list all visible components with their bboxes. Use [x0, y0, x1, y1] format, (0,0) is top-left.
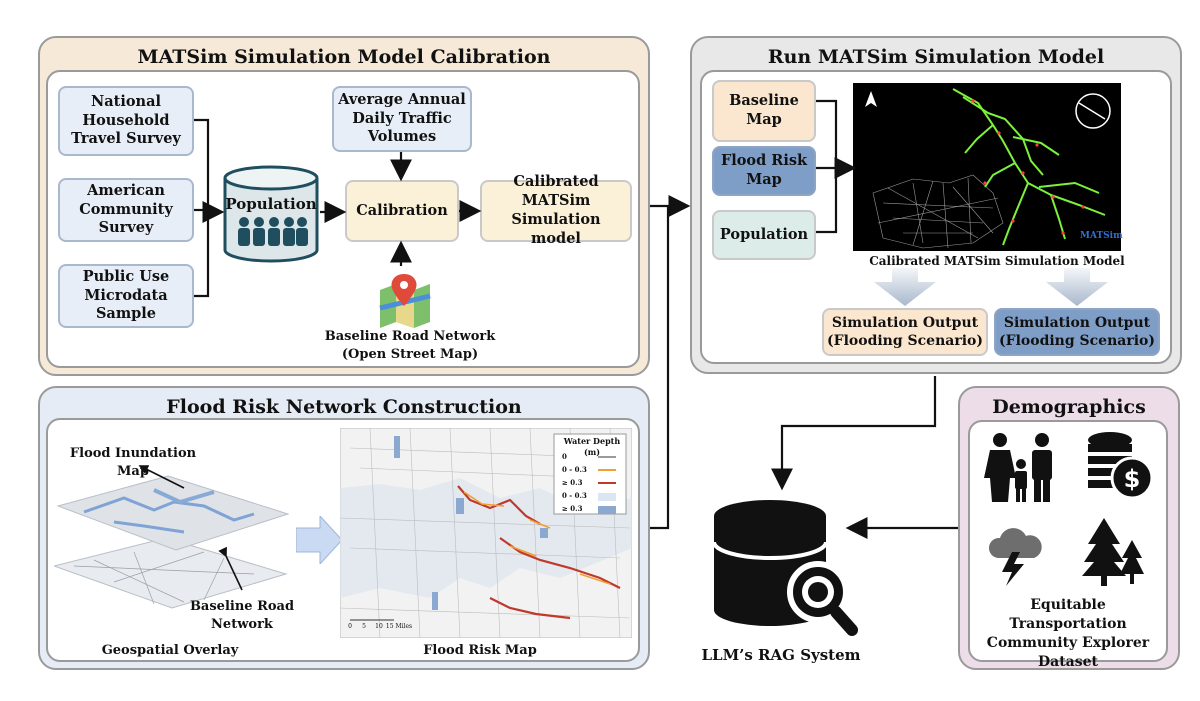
trees-icon — [1082, 518, 1144, 586]
scale-label: 10 — [375, 623, 383, 630]
database-search-icon — [712, 500, 858, 636]
baseline-map-box: Baseline Map — [712, 80, 816, 142]
legend-item: 0 - 0.3 — [562, 465, 587, 474]
matsim-logo: MATSim — [1080, 231, 1123, 241]
pums-box: Public Use Microdata Sample — [58, 264, 194, 328]
geospatial-overlay-layers — [54, 475, 290, 609]
flood-panel-title: Flood Risk Network Construction — [166, 396, 522, 418]
legend-item: 0 - 0.3 — [562, 491, 587, 500]
flood-risk-map — [340, 428, 632, 638]
storm-cloud-icon — [988, 528, 1042, 586]
legend-swatch — [598, 456, 616, 458]
down-arrow-icon — [1046, 268, 1108, 306]
baseline-road-label: Baseline Road Network — [189, 599, 295, 632]
legend-title: Water Depth (m) — [563, 436, 621, 457]
legend-swatch — [598, 482, 616, 484]
map-pin-icon — [379, 274, 431, 328]
population-label: Population — [225, 195, 317, 213]
road-network-label: Baseline Road Network — [324, 329, 496, 344]
scale-label: 15 Miles — [385, 623, 413, 630]
flood-inundation-label: Flood Inundation Map — [69, 446, 197, 479]
rag-system-label: LLM’s RAG System — [701, 646, 861, 664]
legend-item: ≥ 0.3 — [562, 478, 583, 487]
road-network-source: (Open Street Map) — [341, 347, 479, 362]
traffic-volumes-box: Average Annual Daily Traffic Volumes — [332, 86, 472, 152]
simulation-output-box: Simulation Output (Flooding Scenario) — [822, 308, 988, 356]
legend-swatch — [598, 469, 616, 471]
calibration-panel-title: MATSim Simulation Model Calibration — [137, 46, 551, 68]
legend-item: ≥ 0.3 — [562, 504, 583, 513]
flood-risk-map-box: Flood Risk Map — [712, 146, 816, 196]
legend-swatch — [598, 493, 616, 501]
scale-label: 5 — [362, 623, 366, 630]
scale-label: 0 — [348, 623, 352, 630]
legend-swatch — [598, 506, 616, 514]
calibrated-model-box: Calibrated MATSim Simulation model — [480, 173, 632, 247]
population-box: Population — [712, 210, 816, 260]
matsim-simulation-map — [853, 83, 1121, 251]
matsim-map-caption: Calibrated MATSim Simulation Model — [869, 254, 1125, 268]
family-icon — [984, 433, 1052, 502]
simulation-output-box: Simulation Output (Flooding Scenario) — [994, 308, 1160, 356]
coins-icon: $ — [1088, 432, 1154, 500]
down-arrow-icon — [874, 268, 936, 306]
right-arrow-icon — [296, 516, 342, 564]
demographics-dataset-label: Equitable Transportation Community Explo… — [986, 597, 1150, 670]
flood-risk-map-label: Flood Risk Map — [423, 643, 537, 658]
acs-box: American Community Survey — [58, 178, 194, 242]
calibration-box: Calibration — [345, 180, 459, 242]
geospatial-overlay-label: Geospatial Overlay — [101, 643, 239, 658]
legend-item: 0 — [562, 452, 567, 461]
population-cylinder-icon — [223, 165, 319, 263]
nhts-box: National Household Travel Survey — [58, 86, 194, 156]
svg-text:$: $ — [1124, 465, 1141, 493]
run-panel-title: Run MATSim Simulation Model — [767, 46, 1105, 68]
demographics-panel-title: Demographics — [992, 396, 1146, 418]
